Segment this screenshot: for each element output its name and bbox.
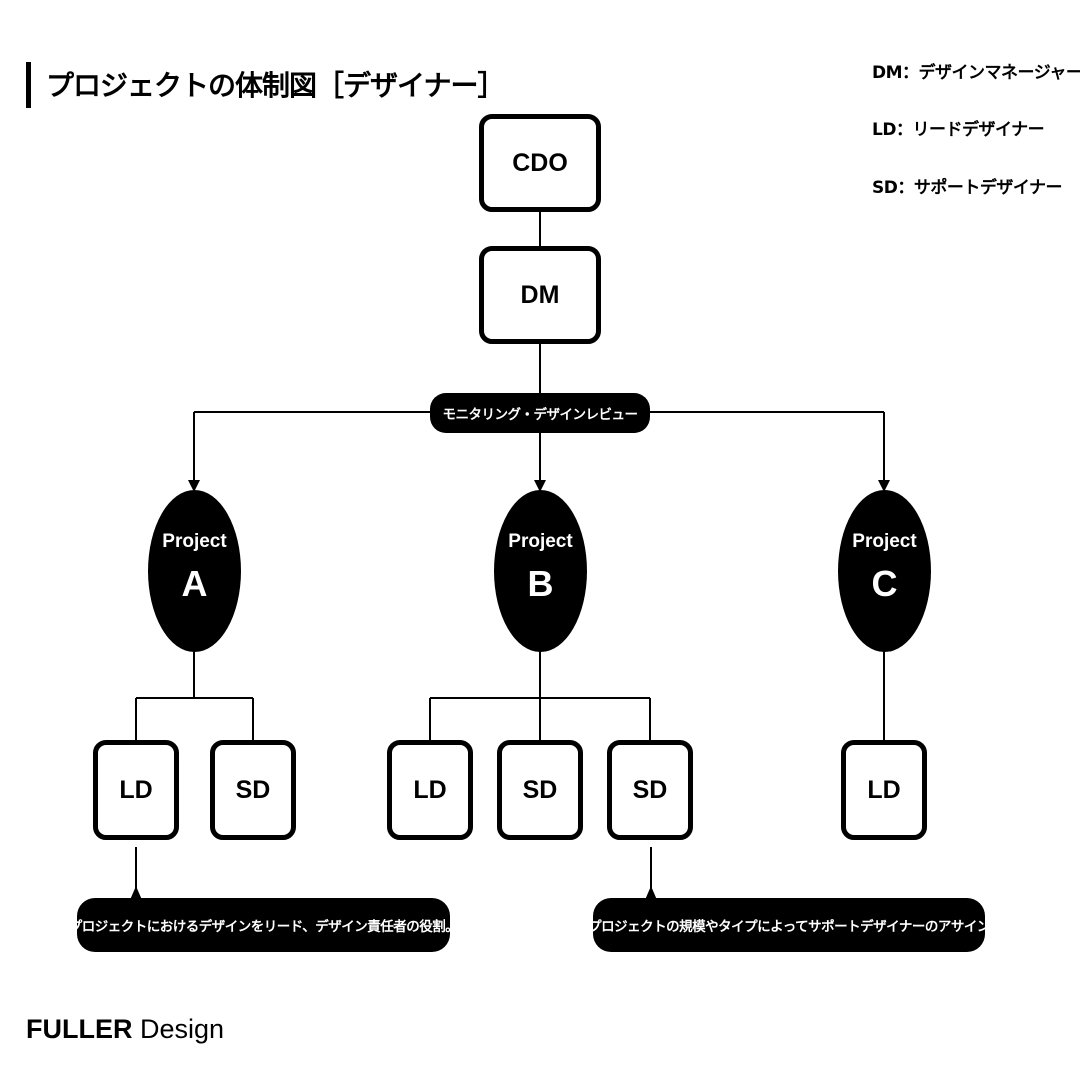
project-a-letter: A (181, 563, 208, 604)
arrow-project-b (534, 480, 546, 492)
project-b: Project B (494, 490, 587, 652)
project-a-label: Project (162, 531, 227, 552)
footer-suffix: Design (132, 1014, 225, 1044)
project-b-sd-1: SD (497, 740, 583, 840)
project-a-ld: LD (93, 740, 179, 840)
project-a-sd: SD (210, 740, 296, 840)
legend-dm: DM：デザインマネージャー (872, 63, 1080, 83)
node-dm: DM (479, 246, 601, 344)
page-title: プロジェクトの体制図［デザイナー］ (46, 69, 505, 102)
legend-ld: LD：リードデザイナー (872, 120, 1045, 140)
project-c-letter: C (871, 563, 898, 604)
arrow-project-a (188, 480, 200, 492)
project-c-label: Project (852, 531, 917, 552)
pointer-note-ld (130, 886, 142, 900)
footer-logo: FULLER Design (26, 1014, 224, 1045)
project-a: Project A (148, 490, 241, 652)
node-cdo: CDO (479, 114, 601, 212)
pointer-note-sd (645, 886, 657, 900)
title-accent-bar (26, 62, 31, 108)
project-b-label: Project (508, 531, 573, 552)
project-b-sd-2: SD (607, 740, 693, 840)
footer-brand: FULLER (26, 1014, 133, 1044)
project-b-letter: B (527, 563, 554, 604)
review-pill: モニタリング・デザインレビュー (430, 393, 650, 433)
project-c-ld: LD (841, 740, 927, 840)
arrow-project-c (878, 480, 890, 492)
project-b-ld: LD (387, 740, 473, 840)
project-c: Project C (838, 490, 931, 652)
note-ld: プロジェクトにおけるデザインをリード、デザイン責任者の役割。 (69, 898, 459, 952)
note-sd: プロジェクトの規模やタイプによってサポートデザイナーのアサイン (588, 898, 990, 952)
legend-sd: SD：サポートデザイナー (872, 178, 1063, 198)
